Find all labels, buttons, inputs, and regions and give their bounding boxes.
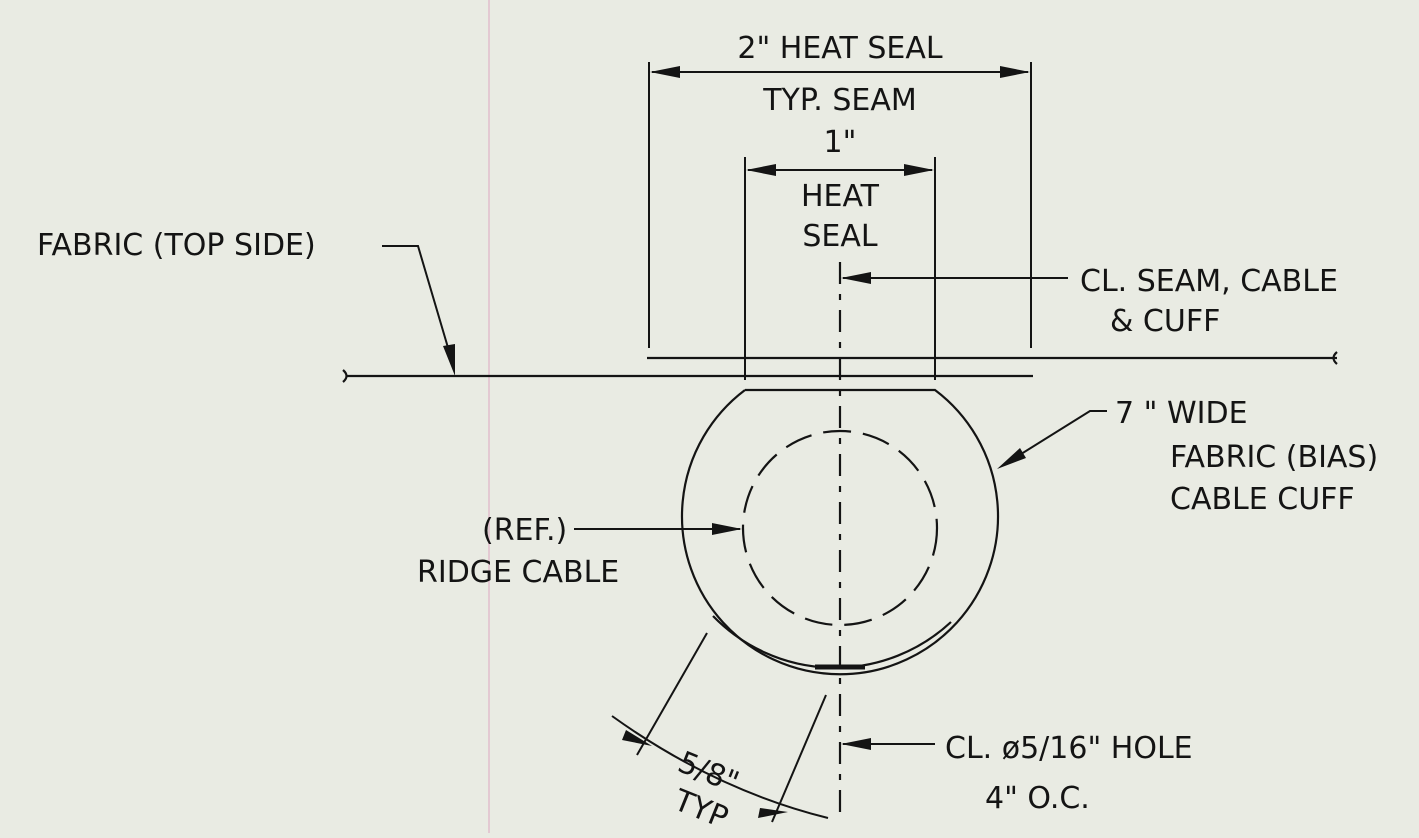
leader-cable-cuff [1004,410,1107,465]
break-mark-right [1332,351,1338,365]
arrowhead-dim-right [758,808,788,818]
label-cl-seam-cable: CL. SEAM, CABLE [1080,264,1338,299]
label-fabric-bias: FABRIC (BIAS) [1170,440,1378,475]
break-mark-left [342,369,348,383]
label-typ-seam: TYP. SEAM [762,83,917,118]
label-ref: (REF.) [482,513,567,548]
label-and-cuff: & CUFF [1110,304,1220,339]
arrowhead-right [1000,66,1030,78]
arrowhead-right [904,164,934,176]
dim-extension-line-left [636,632,708,756]
label-7in-wide: 7 " WIDE [1115,396,1248,431]
arrowhead-ridge-cable [712,523,742,535]
label-cl-hole: CL. ø5/16" HOLE [945,731,1193,766]
dim-arc [611,715,829,819]
cable-cuff-outline [680,388,1000,676]
label-seal: SEAL [802,219,878,254]
arrowhead-dim-left [622,730,652,746]
label-2in-heat-seal: 2" HEAT SEAL [737,31,943,66]
ridge-cable-circle [741,429,939,627]
dim-extension-line-right [771,694,827,823]
arrowhead-cl-seam [841,272,871,284]
arrowhead-cl-hole [841,738,871,750]
arrowhead-left [746,164,776,176]
label-ridge-cable: RIDGE CABLE [417,555,619,590]
label-fabric-top-side: FABRIC (TOP SIDE) [37,228,316,263]
arrowhead-cable-cuff [997,448,1026,469]
label-1in: 1" [824,125,857,160]
label-heat: HEAT [801,179,880,214]
label-cable-cuff: CABLE CUFF [1170,482,1355,517]
arrowhead-fabric [443,344,455,376]
label-4in-oc: 4" O.C. [985,781,1090,816]
leader-fabric-top-side [382,245,455,369]
arrowhead-left [650,66,680,78]
